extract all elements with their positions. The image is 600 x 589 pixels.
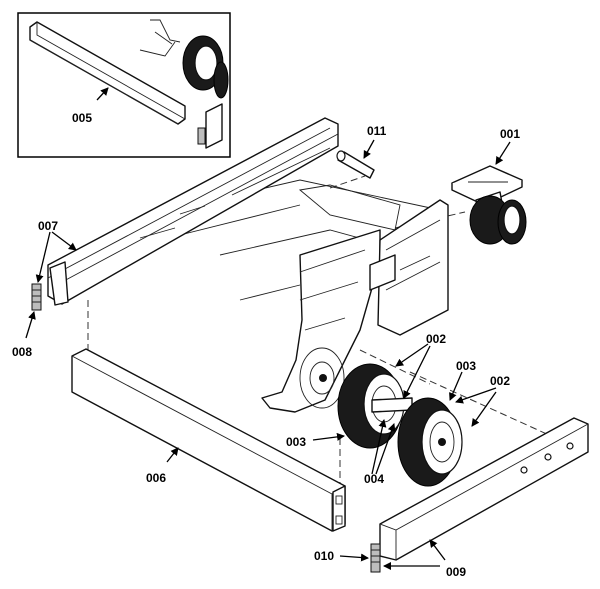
caster-001 <box>451 165 527 245</box>
label-001: 001 <box>500 127 520 141</box>
leader-lines <box>25 87 511 570</box>
label-004: 004 <box>364 472 384 486</box>
inset-detail <box>17 12 231 158</box>
part-labels: 005 011 001 007 008 002 003 002 003 004 … <box>12 111 520 579</box>
inset-frame-fragment <box>139 19 181 57</box>
top-beam-007 <box>47 117 339 306</box>
inset-pad <box>197 127 206 145</box>
pad-010 <box>370 543 381 573</box>
label-002-upper: 002 <box>426 332 446 346</box>
label-003-right: 003 <box>456 359 476 373</box>
inset-bracket <box>205 103 223 149</box>
inset-wheel <box>182 35 229 99</box>
bottom-beam-006 <box>71 348 346 532</box>
inset-bar-005 <box>29 21 186 125</box>
label-008: 008 <box>12 345 32 359</box>
pin-011 <box>336 150 375 179</box>
label-006: 006 <box>146 471 166 485</box>
label-010: 010 <box>314 549 334 563</box>
wheel-set <box>337 363 463 487</box>
label-009: 009 <box>446 565 466 579</box>
label-011: 011 <box>367 124 387 138</box>
label-007: 007 <box>38 219 58 233</box>
label-002-right: 002 <box>490 374 510 388</box>
label-003-left: 003 <box>286 435 306 449</box>
label-005: 005 <box>72 111 92 125</box>
pad-008 <box>31 283 42 311</box>
upright-frame <box>159 179 449 413</box>
